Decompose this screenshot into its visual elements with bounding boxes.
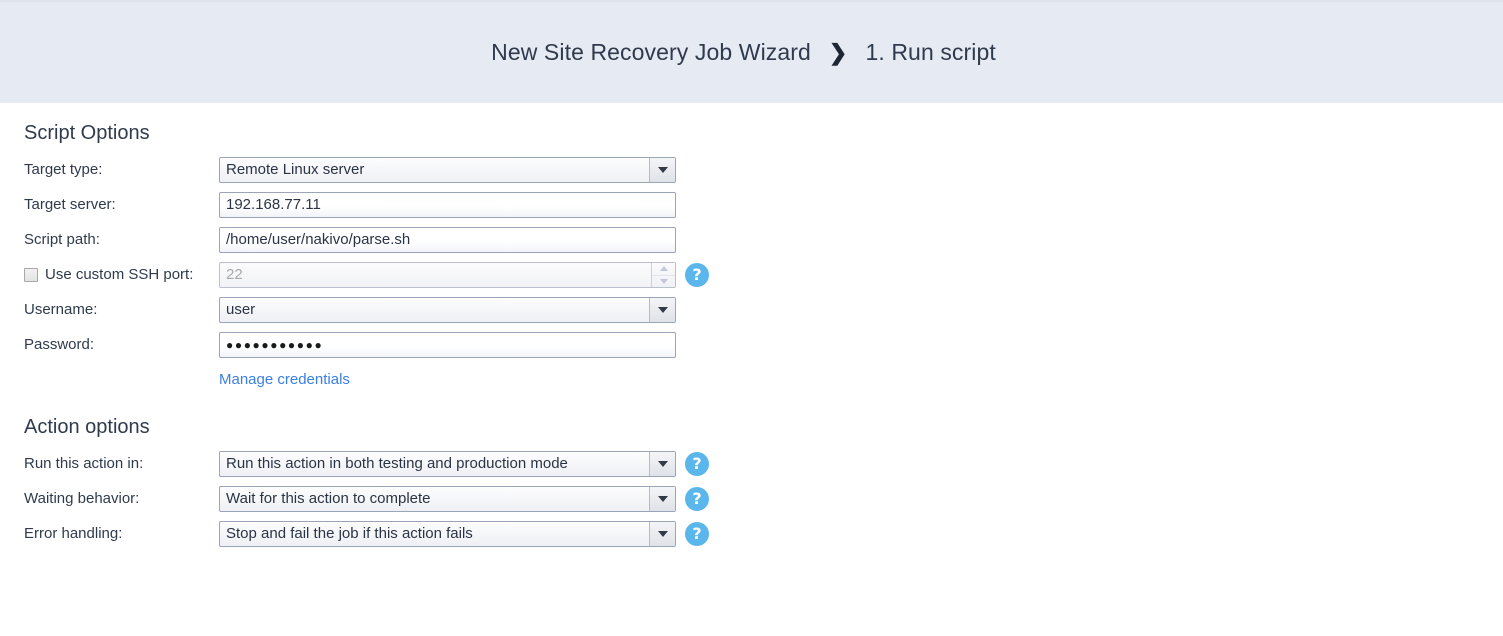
- form-row-waiting-behavior: Waiting behavior: Wait for this action t…: [24, 482, 1503, 516]
- manage-credentials-row: Manage credentials: [24, 363, 1503, 395]
- help-icon-error-handling[interactable]: ?: [685, 522, 709, 546]
- help-icon-ssh-port[interactable]: ?: [685, 263, 709, 287]
- form-row-username: Username: user: [24, 293, 1503, 327]
- label-use-custom-ssh-port: Use custom SSH port:: [24, 265, 219, 285]
- help-icon-waiting-behavior[interactable]: ?: [685, 487, 709, 511]
- manage-credentials-link[interactable]: Manage credentials: [219, 370, 350, 388]
- chevron-down-icon[interactable]: [649, 452, 675, 476]
- chevron-down-icon[interactable]: [649, 487, 675, 511]
- checkbox-use-custom-ssh-port[interactable]: [24, 268, 38, 282]
- input-password[interactable]: ●●●●●●●●●●●: [219, 332, 676, 358]
- form-row-ssh-port: Use custom SSH port: 22 ?: [24, 258, 1503, 292]
- select-target-type[interactable]: Remote Linux server: [219, 157, 676, 183]
- form-row-password: Password: ●●●●●●●●●●●: [24, 328, 1503, 362]
- section-gap: [24, 395, 1503, 413]
- form-row-target-server: Target server: 192.168.77.11: [24, 188, 1503, 222]
- breadcrumb-wizard-title: New Site Recovery Job Wizard: [491, 39, 811, 65]
- wizard-body: Script Options Target type: Remote Linux…: [0, 103, 1503, 551]
- label-script-path: Script path:: [24, 231, 100, 248]
- form-row-run-this-action-in: Run this action in: Run this action in b…: [24, 447, 1503, 481]
- select-waiting-behavior[interactable]: Wait for this action to complete: [219, 486, 676, 512]
- select-waiting-behavior-value: Wait for this action to complete: [226, 490, 431, 507]
- input-script-path-value: /home/user/nakivo/parse.sh: [226, 231, 411, 248]
- section-title-action-options: Action options: [24, 416, 150, 438]
- label-password: Password:: [24, 336, 95, 353]
- select-error-handling[interactable]: Stop and fail the job if this action fai…: [219, 521, 676, 547]
- select-error-handling-value: Stop and fail the job if this action fai…: [226, 525, 473, 542]
- input-password-value: ●●●●●●●●●●●: [226, 338, 324, 352]
- input-target-server[interactable]: 192.168.77.11: [219, 192, 676, 218]
- label-target-type: Target type:: [24, 161, 103, 178]
- spinner-up-icon[interactable]: [652, 263, 675, 275]
- section-title-script-options: Script Options: [24, 122, 150, 144]
- input-target-server-value: 192.168.77.11: [226, 196, 321, 213]
- chevron-right-icon: ❯: [828, 39, 848, 65]
- label-run-this-action-in: Run this action in:: [24, 455, 144, 472]
- chevron-down-icon[interactable]: [649, 522, 675, 546]
- stepper-ssh-port[interactable]: 22: [219, 262, 676, 288]
- form-row-target-type: Target type: Remote Linux server: [24, 153, 1503, 187]
- form-row-error-handling: Error handling: Stop and fail the job if…: [24, 517, 1503, 551]
- select-username-value: user: [226, 301, 256, 318]
- label-target-server: Target server:: [24, 196, 116, 213]
- select-run-this-action-in[interactable]: Run this action in both testing and prod…: [219, 451, 676, 477]
- chevron-down-icon[interactable]: [649, 158, 675, 182]
- breadcrumb-current-step: 1. Run script: [865, 39, 996, 65]
- label-username: Username:: [24, 301, 98, 318]
- label-waiting-behavior: Waiting behavior:: [24, 490, 140, 507]
- select-run-this-action-in-value: Run this action in both testing and prod…: [226, 455, 568, 472]
- help-icon-run-this-action-in[interactable]: ?: [685, 452, 709, 476]
- select-username[interactable]: user: [219, 297, 676, 323]
- input-script-path[interactable]: /home/user/nakivo/parse.sh: [219, 227, 676, 253]
- chevron-down-icon[interactable]: [649, 298, 675, 322]
- select-target-type-value: Remote Linux server: [226, 161, 365, 178]
- label-use-custom-ssh-port-text: Use custom SSH port:: [45, 266, 194, 283]
- spinner-down-icon[interactable]: [652, 274, 675, 288]
- label-error-handling: Error handling:: [24, 525, 123, 542]
- stepper-ssh-port-value: 22: [226, 266, 243, 283]
- wizard-header: New Site Recovery Job Wizard ❯ 1. Run sc…: [0, 0, 1503, 103]
- breadcrumb: New Site Recovery Job Wizard ❯ 1. Run sc…: [491, 39, 996, 66]
- spinner-control[interactable]: [651, 263, 675, 287]
- form-row-script-path: Script path: /home/user/nakivo/parse.sh: [24, 223, 1503, 257]
